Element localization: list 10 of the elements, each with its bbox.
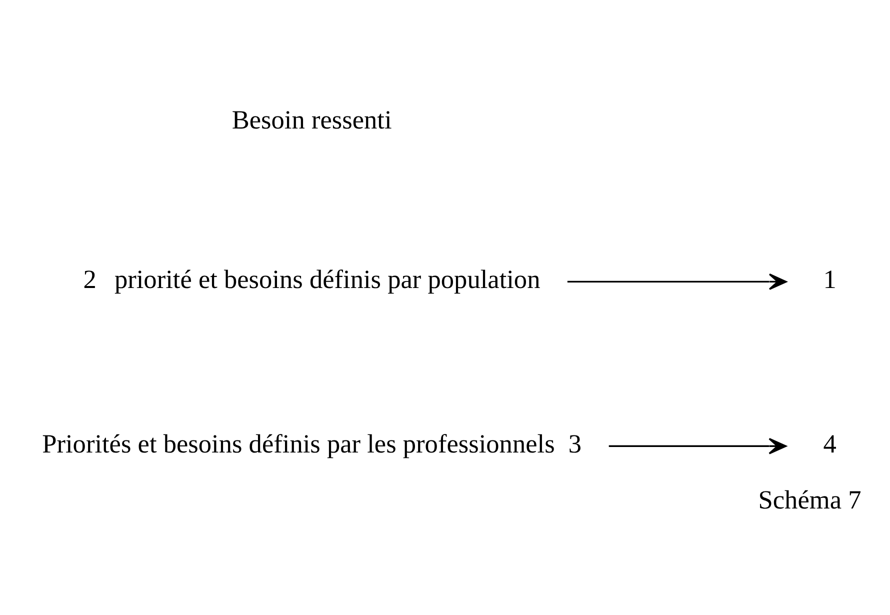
- arrow: [608, 437, 787, 454]
- node-text: 4: [823, 428, 836, 458]
- label: Besoin ressenti: [232, 104, 392, 134]
- node-label: Priorités et besoins définis par les professionnels: [42, 428, 555, 458]
- arrow: [567, 272, 787, 290]
- node-text: 2: [83, 264, 96, 294]
- node-text: 1: [823, 264, 836, 294]
- caption: Schéma 7: [758, 484, 862, 514]
- node-label: priorité et besoins définis par population: [114, 264, 540, 294]
- node-text: 3: [568, 428, 582, 458]
